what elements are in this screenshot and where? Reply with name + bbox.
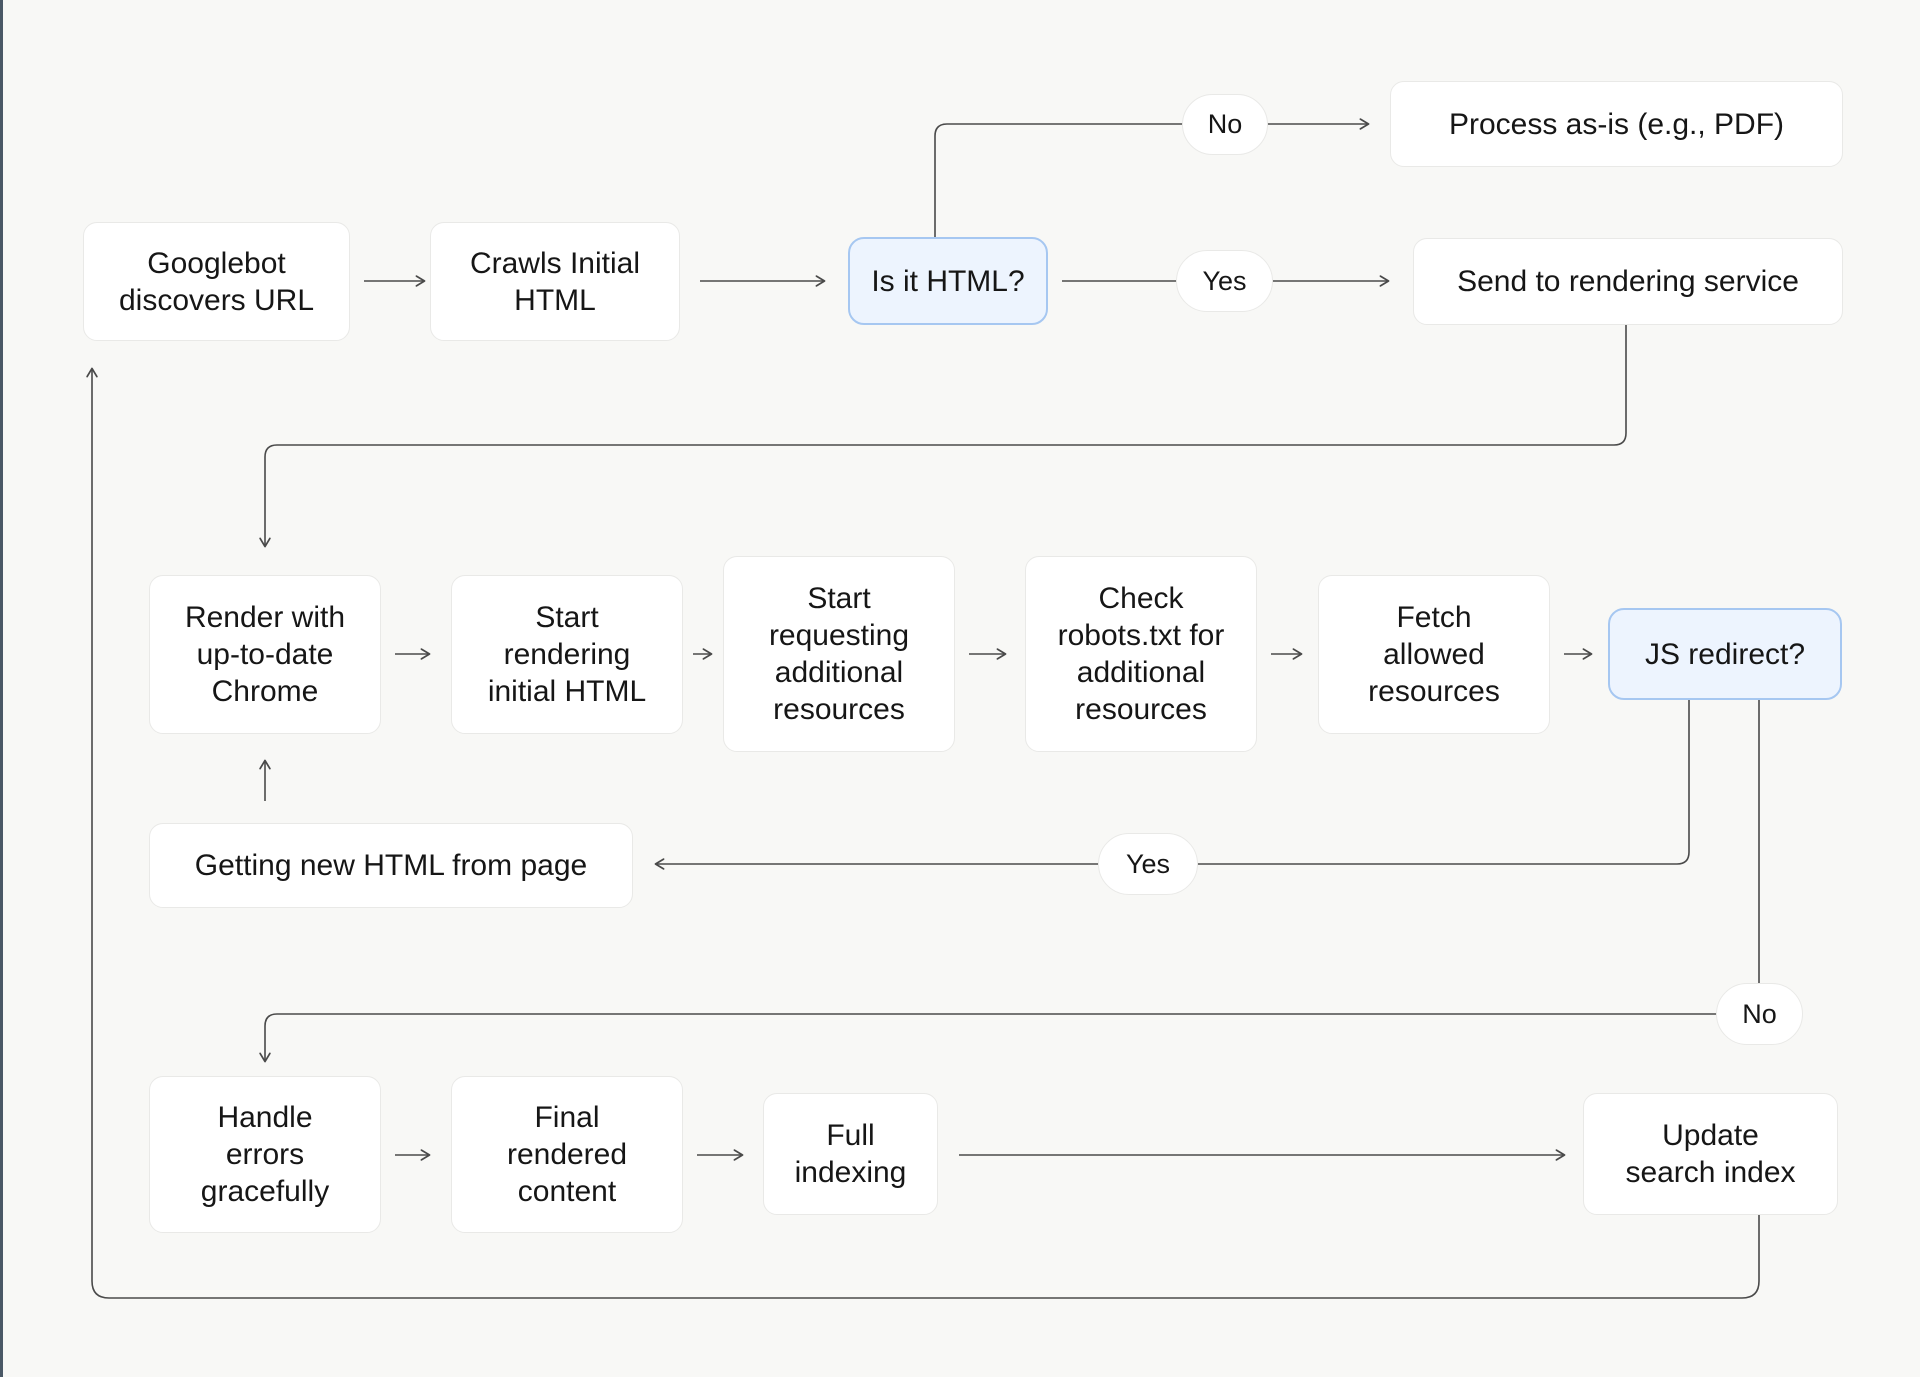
- node-update-search-index: Update search index: [1583, 1093, 1838, 1215]
- connector-update-loop-to-googlebot: [86, 367, 1760, 1299]
- edge-label-yes-top: Yes: [1176, 250, 1273, 312]
- edge-label-text: Yes: [1202, 265, 1247, 296]
- node-handle-errors-gracefully: Handle errors gracefully: [149, 1076, 381, 1233]
- node-label: Send to rendering service: [1457, 265, 1799, 298]
- node-render-with-chrome: Render with up-to-date Chrome: [149, 575, 381, 734]
- node-start-requesting-resources: Start requesting additional resources: [723, 556, 955, 752]
- edge-label-no-bottom: No: [1716, 983, 1803, 1045]
- node-label: Crawls Initial HTML: [469, 246, 641, 317]
- node-label: Full indexing: [794, 1119, 907, 1189]
- node-final-rendered-content: Final rendered content: [451, 1076, 683, 1233]
- connector-jsredirect-yes-to-gettinghtml: [654, 700, 1690, 870]
- node-full-indexing: Full indexing: [763, 1093, 938, 1215]
- node-label: Process as-is (e.g., PDF): [1448, 107, 1785, 141]
- node-start-rendering-initial-html: Start rendering initial HTML: [451, 575, 683, 734]
- node-label: Start requesting additional resources: [768, 582, 910, 726]
- connector-send-to-render: [259, 325, 1627, 548]
- edge-label-text: No: [1207, 109, 1243, 139]
- node-label: Start rendering initial HTML: [487, 601, 647, 708]
- node-label: Update search index: [1625, 1119, 1796, 1189]
- node-label: Check robots.txt for additional resource…: [1057, 582, 1225, 726]
- node-fetch-allowed-resources: Fetch allowed resources: [1318, 575, 1550, 734]
- node-send-to-rendering-service: Send to rendering service: [1413, 238, 1843, 325]
- node-label: Is it HTML?: [871, 264, 1025, 298]
- screen-left-edge: [0, 0, 3, 1377]
- node-crawls-initial-html: Crawls Initial HTML: [430, 222, 680, 341]
- connector-ishtml-no-to-process: [934, 118, 1370, 237]
- node-label: Getting new HTML from page: [194, 849, 588, 882]
- node-label: Handle errors gracefully: [200, 1101, 330, 1208]
- node-js-redirect-decision: JS redirect?: [1608, 608, 1842, 700]
- node-label: Fetch allowed resources: [1368, 601, 1500, 708]
- node-label: Final rendered content: [506, 1101, 628, 1208]
- node-is-it-html-decision: Is it HTML?: [848, 237, 1048, 325]
- node-label: Render with up-to-date Chrome: [184, 601, 346, 708]
- edge-label-yes-loop: Yes: [1098, 833, 1198, 895]
- node-googlebot-discovers-url: Googlebot discovers URL: [83, 222, 350, 341]
- edge-label-text: Yes: [1125, 848, 1171, 879]
- node-getting-new-html: Getting new HTML from page: [149, 823, 633, 908]
- edge-label-no-top: No: [1182, 94, 1268, 155]
- edge-label-text: No: [1742, 998, 1777, 1029]
- node-label: JS redirect?: [1644, 637, 1806, 671]
- node-process-as-is: Process as-is (e.g., PDF): [1390, 81, 1843, 167]
- node-label: Googlebot discovers URL: [118, 246, 315, 317]
- node-check-robots-txt: Check robots.txt for additional resource…: [1025, 556, 1257, 752]
